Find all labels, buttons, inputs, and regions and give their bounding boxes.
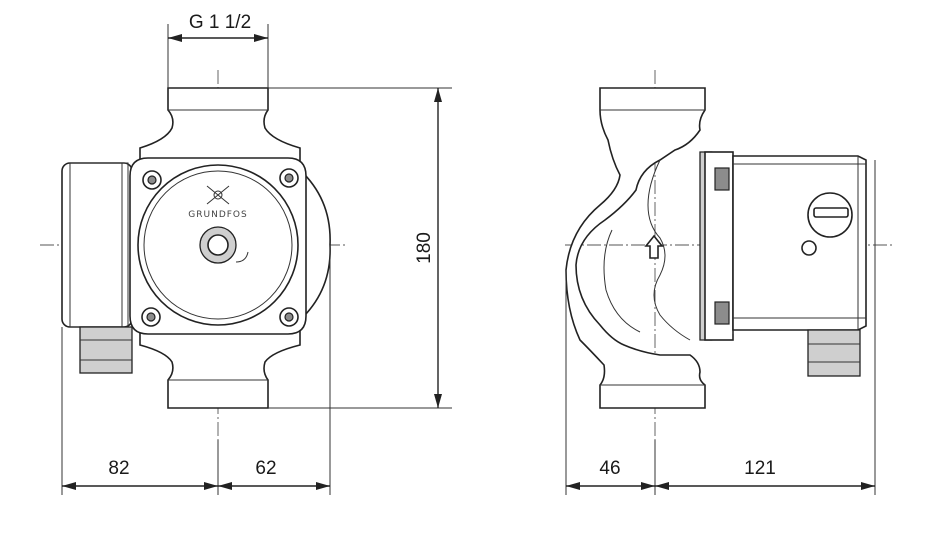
dimension-side-right: 121 — [655, 160, 876, 495]
brand-text: GRUNDFOS — [188, 210, 247, 220]
side-pipe-body — [565, 87, 706, 409]
dimension-side-left: 46 — [565, 270, 656, 495]
bolt-top-left — [142, 170, 162, 190]
thread-size-label: G 1 1/2 — [189, 12, 251, 33]
indicator-light-icon — [801, 240, 817, 256]
side-motor-body — [732, 155, 867, 331]
grundfos-logo-icon — [206, 185, 230, 205]
dimension-height: 180 — [268, 87, 452, 409]
flow-arrow-icon — [644, 234, 664, 259]
dimension-thread: G 1 1/2 — [167, 12, 269, 88]
bolt-top-right — [279, 168, 299, 188]
front-right-dim-label: 62 — [255, 458, 276, 479]
front-cable-gland — [79, 326, 133, 374]
side-left-dim-label: 46 — [599, 458, 620, 479]
bolt-bottom-left — [141, 307, 161, 327]
side-cable-gland — [807, 329, 861, 377]
front-left-dim-label: 82 — [108, 458, 129, 479]
side-view — [565, 70, 895, 440]
bolt-bottom-right — [279, 307, 299, 327]
side-clamp-bottom — [714, 301, 730, 325]
side-clamp-top — [714, 167, 730, 191]
side-right-dim-label: 121 — [744, 458, 776, 479]
speed-selector-icon[interactable] — [807, 192, 853, 238]
front-view: GRUNDFOS — [40, 70, 345, 440]
height-label: 180 — [414, 232, 435, 264]
dimension-front-right: 62 — [218, 245, 331, 495]
